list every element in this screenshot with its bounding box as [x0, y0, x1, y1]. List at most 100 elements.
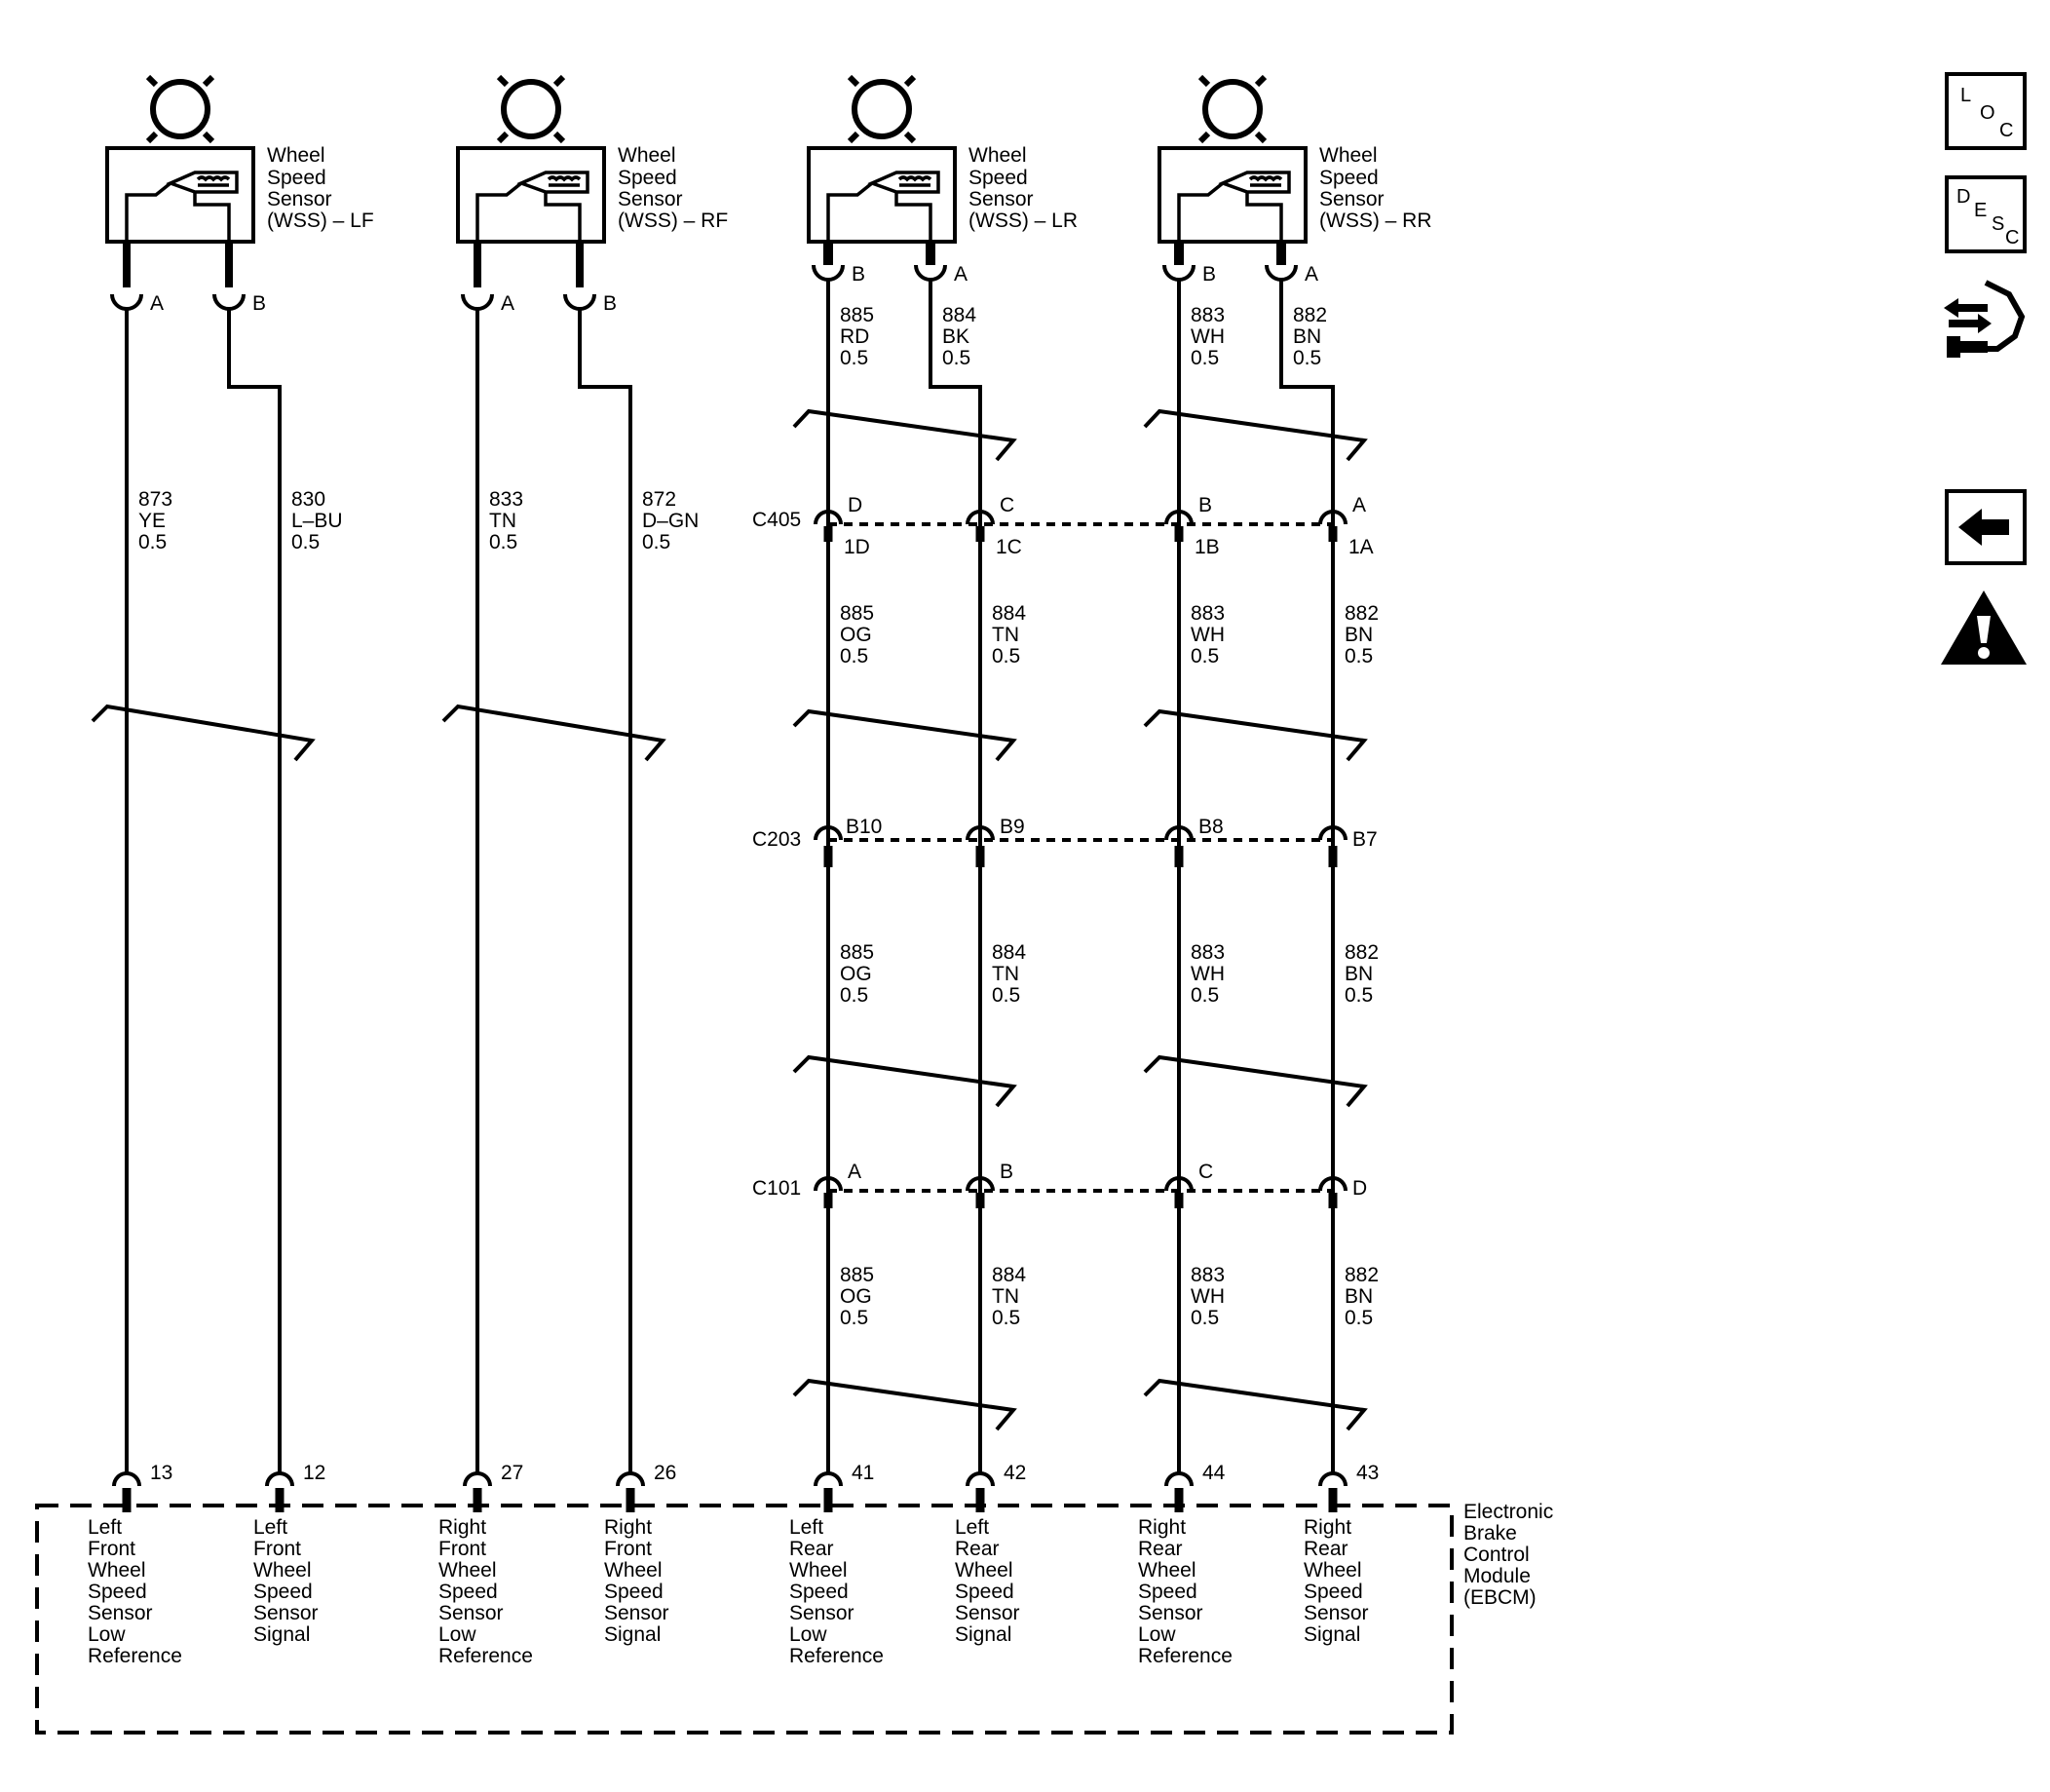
pin-function-line: Front [88, 1538, 135, 1560]
back-arrow-icon[interactable] [1945, 489, 2027, 565]
pin-function-line: Wheel [789, 1559, 848, 1582]
circuit-number: 884 [992, 602, 1026, 625]
circuit-number: 883 [1191, 941, 1225, 964]
wire-gauge: 0.5 [840, 1307, 868, 1329]
wire-color: BN [1345, 1285, 1373, 1308]
pin-function-line: Speed [253, 1581, 313, 1603]
wire-color: OG [840, 963, 872, 985]
desc-letter: C [2005, 227, 2019, 248]
module-name-line: (EBCM) [1463, 1586, 1537, 1609]
pin-function-label: Right Front Wheel Speed Sensor Signal [604, 1516, 669, 1646]
pin-function-line: Reference [438, 1645, 533, 1667]
wire-gauge: 0.5 [992, 645, 1020, 667]
sensor-label-line: Speed [1319, 167, 1379, 189]
wire-gauge: 0.5 [992, 984, 1020, 1007]
pin-function-line: Sensor [438, 1602, 504, 1624]
module-pin-number: 13 [150, 1462, 172, 1484]
wheel-icon [145, 74, 215, 144]
pin-function-line: Wheel [1304, 1559, 1362, 1582]
circuit-number: 885 [840, 602, 874, 625]
terminal-label: B [852, 263, 865, 286]
pin-function-line: Signal [604, 1623, 661, 1646]
sensor-element-icon [826, 171, 940, 242]
sensor-label-line: Speed [968, 167, 1028, 189]
module-name-line: Brake [1463, 1522, 1517, 1544]
connector-c405: C405 D C B A 1D 1C 1B 1A [752, 494, 1374, 558]
desc-letter: S [1992, 213, 2004, 235]
sensor-label-line: Sensor [618, 188, 683, 210]
wire-break-symbol [91, 704, 666, 762]
pin-function-line: Low [1138, 1623, 1176, 1646]
module-name-line: Control [1463, 1544, 1530, 1566]
pin-function-line: Wheel [604, 1559, 663, 1582]
pin-function-line: Reference [88, 1645, 182, 1667]
pin-function-line: Sensor [253, 1602, 319, 1624]
pin-function-line: Right [1304, 1516, 1351, 1539]
module-boundary [35, 1504, 1454, 1735]
wire-label-segment: 885 OG 0.5 884 TN 0.5 883 WH 0.5 882 BN … [840, 1264, 1379, 1329]
pin-label: B10 [846, 816, 882, 838]
pin-function-line: Sensor [604, 1602, 669, 1624]
pin-function-line: Wheel [1138, 1559, 1196, 1582]
pin-label: C [1198, 1161, 1213, 1183]
pin-function-line: Rear [1304, 1538, 1348, 1560]
pin-function-line: Wheel [253, 1559, 312, 1582]
circuit-number: 873 [138, 488, 172, 511]
pin-function-line: Left [253, 1516, 287, 1539]
terminal-label: B [1202, 263, 1216, 286]
pin-function-line: Front [253, 1538, 301, 1560]
warning-icon[interactable] [1941, 591, 2027, 665]
module-pin-number: 27 [501, 1462, 523, 1484]
wire-gauge: 0.5 [642, 531, 670, 553]
wire-gauge: 0.5 [1191, 347, 1219, 369]
module-pin-number: 41 [852, 1462, 874, 1484]
pin-function-line: Speed [789, 1581, 849, 1603]
wire-color: TN [992, 1285, 1019, 1308]
wheel-icon [847, 74, 917, 144]
sensor-label-line: (WSS) – RF [618, 210, 728, 232]
wire-color: BK [942, 325, 969, 348]
sensor-connector-terminal [461, 293, 596, 311]
pin-label: A [848, 1161, 861, 1183]
connector-c203: C203 B10 B9 B8 B7 [752, 816, 1378, 867]
module-name: Electronic Brake Control Module (EBCM) [1463, 1501, 1553, 1609]
wire-gauge: 0.5 [138, 531, 167, 553]
sensor-box [456, 146, 606, 244]
loc-icon[interactable]: L O C [1945, 72, 2027, 150]
wire-gauge: 0.5 [1345, 645, 1373, 667]
sensor-label-line: Speed [618, 167, 677, 189]
wheel-icon [1197, 74, 1268, 144]
pin-label: B7 [1352, 828, 1378, 851]
pin-function-line: Speed [604, 1581, 664, 1603]
sensor-box [807, 146, 957, 244]
loc-letter: C [1999, 120, 2013, 141]
wire-lr-a [929, 281, 982, 1473]
connector-service-icon[interactable] [1944, 280, 2026, 358]
pin-function-line: Sensor [789, 1602, 854, 1624]
wire-gauge: 0.5 [942, 347, 970, 369]
pin-function-line: Right [1138, 1516, 1186, 1539]
module-pin-terminals [112, 1471, 1348, 1487]
wire-label-lf-b: 830 L–BU 0.5 [291, 488, 343, 553]
pin-function-line: Wheel [438, 1559, 497, 1582]
circuit-number: 884 [992, 1264, 1026, 1286]
wire-color: WH [1191, 624, 1225, 646]
pin-function-line: Front [438, 1538, 486, 1560]
module-pin-number: 26 [654, 1462, 676, 1484]
module-name-line: Electronic [1463, 1501, 1553, 1523]
wire-color: TN [489, 510, 516, 532]
pin-function-line: Low [438, 1623, 476, 1646]
sensor-rf: Wheel Speed Sensor (WSS) – RF A B [456, 74, 728, 315]
sensor-label-line: (WSS) – RR [1319, 210, 1432, 232]
pin-function-line: Rear [789, 1538, 834, 1560]
wire-label-rf-b: 872 D–GN 0.5 [642, 488, 699, 553]
pin-function-label: Right Front Wheel Speed Sensor Low Refer… [438, 1516, 533, 1667]
sensor-rr: Wheel Speed Sensor (WSS) – RR B A [1158, 74, 1432, 286]
desc-icon[interactable]: D E S C [1945, 175, 2027, 253]
sensor-connector-terminal [110, 293, 246, 311]
pin-function-line: Sensor [88, 1602, 153, 1624]
sensor-label-line: Sensor [267, 188, 332, 210]
pin-label: B [1000, 1161, 1013, 1183]
wire-color: YE [138, 510, 166, 532]
